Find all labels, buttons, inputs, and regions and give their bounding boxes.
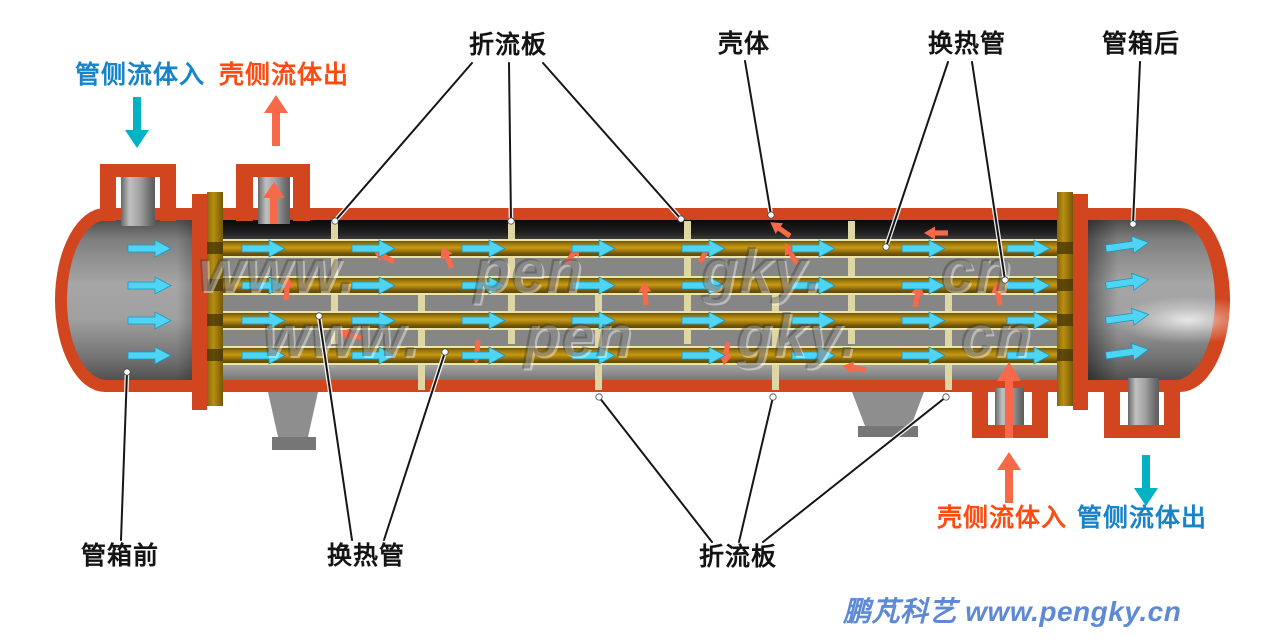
nozzle-shell-inlet [972,362,1048,438]
leader-lines [121,61,1140,542]
svg-text:www. pen gky. cn: www. pen gky. cn [264,304,1034,371]
shell-inlet-arrow-icon [997,452,1021,503]
watermark: www. pen gky. cn www. pen gky. cn www. p… [197,237,1034,371]
rear-head-highlight [1116,296,1260,344]
shell-interior [127,216,1151,390]
label-rear-channel: 管箱后 [1101,30,1181,58]
heat-tube [222,276,1057,295]
nozzle-tube-outlet [1104,378,1180,438]
rear-tube-sheet [1057,192,1088,410]
label-shell-side-inlet: 壳侧流体入 [937,504,1068,532]
tube-inlet-arrow-icon [125,97,149,148]
saddle-support-right [852,392,924,437]
shell-outlet-arrow-icon [264,95,288,146]
svg-text:www. pen gky. cn: www. pen gky. cn [199,239,1014,306]
label-tube-side-inlet: 管侧流体入 [75,61,206,89]
heat-tube [222,311,1057,330]
label-baffle-bottom: 折流板 [698,543,778,571]
label-heat-tube-top: 换热管 [927,30,1007,58]
leader-dots [123,211,1137,401]
saddle-support-left [268,392,318,450]
label-baffle-top: 折流板 [468,31,548,59]
svg-text:www. pen gky. cn: www. pen gky. cn [262,302,1032,369]
label-tube-side-outlet: 管侧流体出 [1077,504,1208,532]
label-shell-side-outlet: 壳侧流体出 [219,61,350,89]
label-front-channel: 管箱前 [80,542,160,570]
tube-outlet-arrow-icon [1134,455,1158,506]
heat-tube [222,346,1057,365]
heat-tube [222,239,1057,258]
front-tube-sheet [192,192,223,410]
label-heat-tube-bottom: 换热管 [326,542,406,570]
label-shell: 壳体 [717,30,771,58]
baffles-bottom [418,293,952,390]
svg-text:www. pen gky. cn: www. pen gky. cn [197,237,1012,304]
nozzle-tube-inlet [100,164,176,226]
nozzle-shell-outlet [236,164,310,224]
brand-watermark: 鹏芃科艺 www.pengky.cn [843,596,1182,627]
tube-bundle [222,239,1057,365]
